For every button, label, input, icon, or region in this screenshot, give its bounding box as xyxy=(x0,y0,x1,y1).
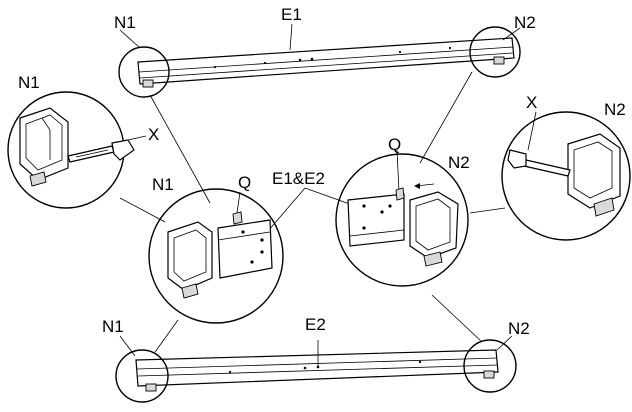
right-detail-circle xyxy=(501,111,631,241)
label-n1-top: N1 xyxy=(114,13,136,32)
label-n2-top: N2 xyxy=(514,13,536,32)
label-q-left: Q xyxy=(238,173,251,192)
labels: E1 N1 N2 N1 X N1 Q E1&E2 Q N2 X N2 E2 N1… xyxy=(18,5,626,338)
x-leader-right xyxy=(527,111,537,151)
center-right-detail-circle xyxy=(335,153,469,287)
label-n2-bottom: N2 xyxy=(508,319,530,338)
bottom-beam-e2 xyxy=(135,349,499,392)
label-n1-left-detail: N1 xyxy=(18,73,40,92)
label-e1e2: E1&E2 xyxy=(272,169,325,188)
detail-circle-n1-bottom xyxy=(115,349,169,403)
label-n1-center: N1 xyxy=(152,175,174,194)
detail-circle-n2-top xyxy=(469,26,521,78)
top-beam-e1 xyxy=(137,37,515,88)
x-leader-left xyxy=(127,135,147,141)
center-left-detail-circle xyxy=(148,188,284,324)
label-e2: E2 xyxy=(305,315,326,334)
label-e1: E1 xyxy=(281,5,302,24)
label-n1-bottom: N1 xyxy=(102,317,124,336)
label-x-left: X xyxy=(148,125,159,144)
detail-circle-n1-top xyxy=(118,46,170,98)
label-q-right: Q xyxy=(388,135,401,154)
left-detail-circle xyxy=(7,91,135,209)
label-n2-right-detail: N2 xyxy=(604,100,626,119)
connector-lines xyxy=(119,23,521,368)
detail-circle-n2-bottom xyxy=(463,339,517,393)
label-n2-center: N2 xyxy=(448,153,470,172)
label-x-right: X xyxy=(526,93,537,112)
